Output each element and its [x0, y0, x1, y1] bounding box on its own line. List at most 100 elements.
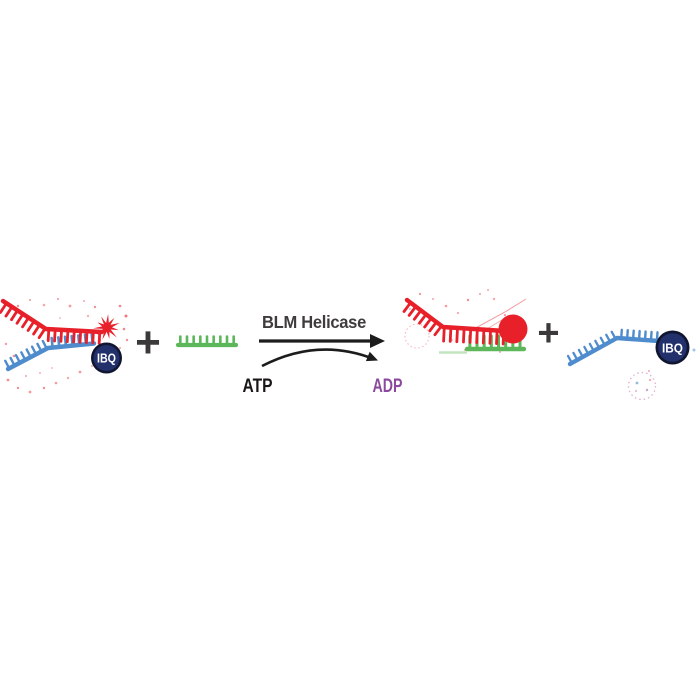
product-red-strand [402, 297, 527, 346]
spray-dot [124, 314, 128, 318]
strand-tooth [32, 323, 42, 336]
strand-tooth [475, 328, 479, 345]
spray-dot [39, 372, 41, 374]
strand-tooth [78, 329, 83, 344]
product-duplex [402, 289, 528, 354]
spray-dot [78, 370, 82, 374]
sketch-circle-artifact [404, 323, 430, 349]
strand-tooth [21, 316, 30, 329]
strand-tooth [65, 328, 70, 344]
sketch-dot [648, 370, 650, 372]
green-strand-teeth [179, 335, 235, 347]
plus-sign-2: + [537, 313, 559, 355]
strand-tooth [566, 354, 574, 365]
spray-dot [456, 311, 460, 315]
strand-tooth [433, 324, 443, 337]
spray-dot [54, 381, 58, 385]
spray-dot [59, 317, 61, 319]
strand-tooth [53, 328, 57, 343]
strand-tooth [637, 329, 641, 341]
strand-tooth [402, 301, 413, 313]
sketch-dot [635, 390, 637, 392]
strand-tooth [649, 330, 653, 342]
strand-tooth [610, 330, 617, 340]
strand-tooth [620, 328, 624, 340]
spray-dot [432, 298, 434, 300]
curved-arrow-head-icon [365, 351, 378, 362]
strand-tooth [63, 335, 68, 348]
strand-tooth [448, 326, 453, 343]
spray-dot [6, 378, 10, 382]
enzyme-label: BLM Helicase [262, 312, 367, 332]
spray-dot [57, 298, 59, 300]
strand-tooth [25, 348, 32, 359]
strand-tooth [57, 336, 61, 349]
faded-sketch-circle-artifact [627, 371, 657, 401]
sketch-dot [692, 348, 696, 352]
substrate-duplex: IBQ [0, 298, 129, 394]
strand-tooth [30, 345, 38, 356]
strand-tooth [72, 329, 76, 344]
strand-tooth [0, 301, 8, 314]
strand-tooth [577, 348, 584, 359]
released-quencher-strand: IBQ [566, 328, 696, 401]
spray-dot [16, 386, 20, 390]
strand-tooth [37, 327, 47, 340]
spray-dot [466, 298, 470, 302]
spray-dot [444, 304, 448, 308]
strand-tooth [418, 312, 428, 325]
spray-dot [29, 299, 31, 301]
red-strand-teeth [402, 301, 506, 346]
blue-strand-backbone [567, 335, 662, 367]
strand-tooth [36, 342, 43, 353]
strand-tooth [15, 312, 25, 325]
sketch-dot [648, 378, 652, 382]
spray-dot [51, 367, 53, 369]
strand-tooth [50, 336, 54, 349]
sketch-dots-artifact [635, 348, 696, 392]
spray-dot [83, 300, 85, 302]
spray-dot [479, 293, 481, 295]
strand-tooth [442, 326, 446, 343]
spray-dot [93, 305, 97, 309]
quencher-ibq-right: IBQ [655, 330, 690, 365]
spray-dot [66, 376, 70, 380]
strand-tooth [4, 305, 14, 318]
spray-dot [499, 351, 501, 353]
spray-dot [42, 386, 46, 390]
atp-label: ATP [243, 376, 273, 397]
strand-tooth [625, 329, 629, 340]
quencher-ibq-left: IBQ [91, 342, 122, 374]
arrow-head-icon [370, 334, 385, 348]
strand-tooth [468, 327, 473, 344]
sketch-dot [645, 388, 649, 392]
sketch-dot [635, 381, 639, 385]
strand-tooth [605, 333, 612, 343]
strand-tooth [26, 319, 36, 332]
strand-tooth [462, 327, 466, 344]
strand-tooth [455, 327, 459, 344]
strand-tooth [70, 334, 74, 347]
red-strand-teeth [0, 301, 102, 345]
strand-tooth [91, 330, 95, 345]
strand-tooth [428, 320, 438, 333]
spray-dot [409, 308, 411, 310]
strand-tooth [594, 339, 601, 349]
green-capture-strand [175, 335, 239, 348]
quencher-label: IBQ [662, 341, 683, 356]
strand-tooth [4, 359, 11, 370]
strand-tooth [495, 329, 499, 346]
strand-tooth [14, 354, 22, 364]
strand-tooth [599, 336, 606, 346]
strand-tooth [583, 345, 590, 356]
spray-dot [487, 289, 489, 291]
strand-tooth [407, 305, 418, 317]
strand-tooth [97, 330, 102, 345]
spray-dot [86, 314, 90, 318]
strand-tooth [9, 356, 16, 367]
quenched-fluorophore-star-icon [93, 314, 120, 340]
spray-dot [125, 338, 129, 342]
starburst [93, 314, 120, 340]
spray-dot [492, 297, 496, 301]
strand-tooth [481, 328, 486, 345]
